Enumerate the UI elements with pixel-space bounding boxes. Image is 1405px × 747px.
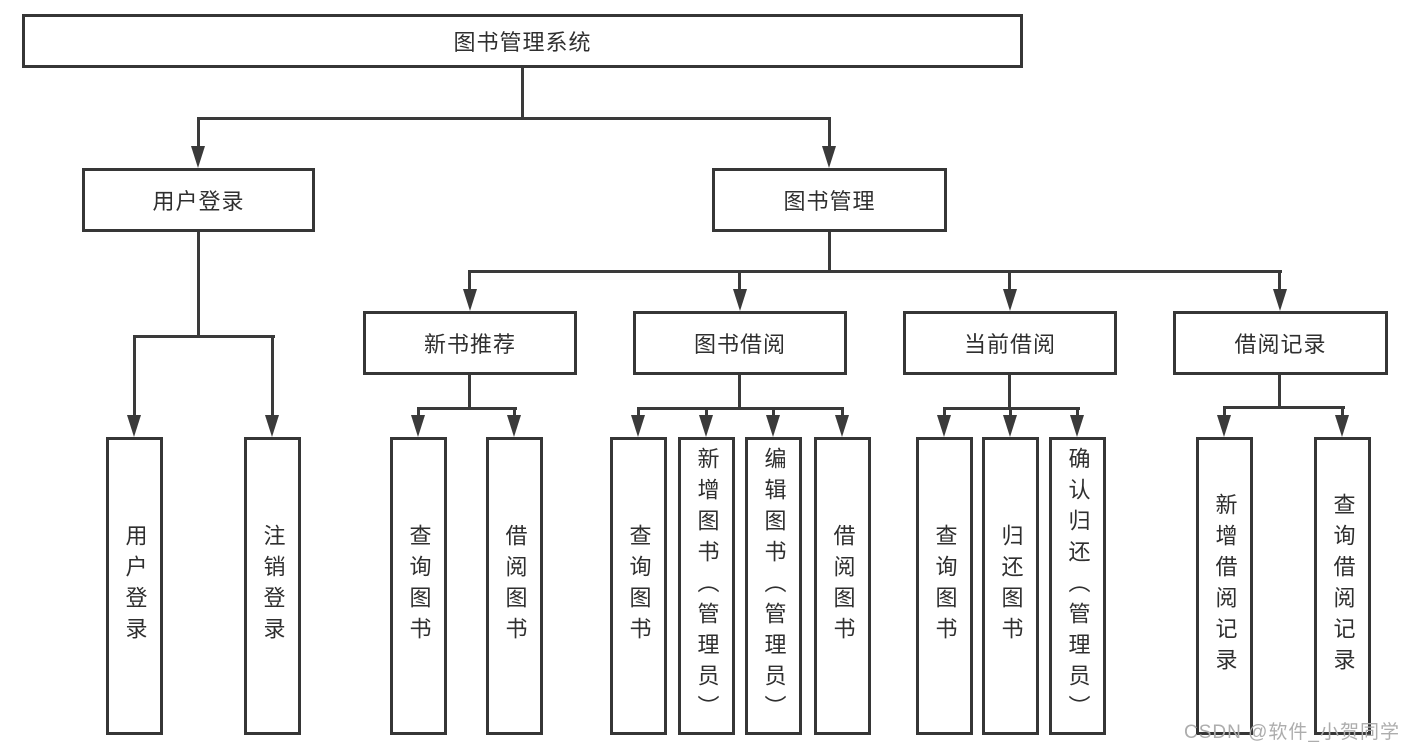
connector-line xyxy=(468,375,471,409)
arrow-down-icon xyxy=(1273,289,1287,311)
leaf-query-borrow-record-label: 查询借阅记录 xyxy=(1330,493,1356,679)
leaf-edit-book-admin: 编辑图书（管理员） xyxy=(745,437,802,735)
connector-line xyxy=(1223,406,1226,417)
connector-line xyxy=(637,407,640,417)
node-borrow-records: 借阅记录 xyxy=(1173,311,1388,375)
connector-line xyxy=(197,232,200,335)
connector-line xyxy=(738,270,741,291)
arrow-down-icon xyxy=(1003,289,1017,311)
leaf-query-book-2: 查询图书 xyxy=(610,437,667,735)
connector-line xyxy=(772,407,775,417)
node-book-management-label: 图书管理 xyxy=(783,189,876,214)
leaf-user-login: 用户登录 xyxy=(106,437,163,735)
connector-line xyxy=(271,335,274,417)
leaf-borrow-book-2: 借阅图书 xyxy=(814,437,871,735)
connector-line xyxy=(1223,406,1345,409)
arrow-down-icon xyxy=(631,415,645,437)
arrow-down-icon xyxy=(835,415,849,437)
leaf-return-book-label: 归还图书 xyxy=(998,524,1024,648)
connector-line xyxy=(1341,406,1344,417)
connector-line xyxy=(513,407,516,417)
leaf-query-borrow-record: 查询借阅记录 xyxy=(1314,437,1371,735)
arrow-down-icon xyxy=(699,415,713,437)
connector-line xyxy=(1008,375,1011,409)
connector-line xyxy=(943,407,946,417)
node-book-borrow-label: 图书借阅 xyxy=(693,332,786,357)
connector-line xyxy=(1278,375,1281,409)
connector-line xyxy=(841,407,844,417)
connector-line xyxy=(417,407,420,417)
connector-line xyxy=(468,270,471,291)
connector-line xyxy=(1076,407,1079,417)
leaf-add-book-admin: 新增图书（管理员） xyxy=(678,437,735,735)
connector-line xyxy=(468,270,1282,273)
node-book-management: 图书管理 xyxy=(712,168,947,232)
leaf-borrow-book-1-label: 借阅图书 xyxy=(502,524,528,648)
arrow-down-icon xyxy=(1003,415,1017,437)
arrow-down-icon xyxy=(1335,415,1349,437)
connector-line xyxy=(521,68,524,117)
leaf-edit-book-admin-label: 编辑图书（管理员） xyxy=(761,446,787,726)
arrow-down-icon xyxy=(265,415,279,437)
connector-line xyxy=(1009,407,1012,417)
leaf-query-book-1-label: 查询图书 xyxy=(406,524,432,648)
node-current-borrow: 当前借阅 xyxy=(903,311,1117,375)
leaf-borrow-book-1: 借阅图书 xyxy=(486,437,543,735)
connector-line xyxy=(1278,270,1281,291)
leaf-query-book-3: 查询图书 xyxy=(916,437,973,735)
leaf-query-book-3-label: 查询图书 xyxy=(932,524,958,648)
connector-line xyxy=(417,407,517,410)
node-book-borrow: 图书借阅 xyxy=(633,311,847,375)
arrow-down-icon xyxy=(733,289,747,311)
arrow-down-icon xyxy=(766,415,780,437)
arrow-down-icon xyxy=(1070,415,1084,437)
leaf-logout: 注销登录 xyxy=(244,437,301,735)
leaf-logout-label: 注销登录 xyxy=(260,524,286,648)
leaf-confirm-return-admin-label: 确认归还（管理员） xyxy=(1065,446,1091,726)
arrow-down-icon xyxy=(937,415,951,437)
arrow-down-icon xyxy=(411,415,425,437)
connector-line xyxy=(1008,270,1011,291)
node-user-login-label: 用户登录 xyxy=(152,189,245,214)
connector-line xyxy=(705,407,708,417)
arrow-down-icon xyxy=(127,415,141,437)
node-borrow-records-label: 借阅记录 xyxy=(1234,332,1327,357)
leaf-add-book-admin-label: 新增图书（管理员） xyxy=(694,446,720,726)
leaf-confirm-return-admin: 确认归还（管理员） xyxy=(1049,437,1106,735)
arrow-down-icon xyxy=(822,146,836,168)
connector-line xyxy=(738,375,741,409)
leaf-add-borrow-record-label: 新增借阅记录 xyxy=(1212,493,1238,679)
watermark: CSDN @软件_小贺同学 xyxy=(1184,722,1400,743)
leaf-user-login-label: 用户登录 xyxy=(122,524,148,648)
node-root-label: 图书管理系统 xyxy=(453,30,592,55)
node-root: 图书管理系统 xyxy=(22,14,1023,68)
connector-line xyxy=(197,117,200,148)
arrow-down-icon xyxy=(507,415,521,437)
connector-line xyxy=(828,117,831,148)
leaf-query-book-2-label: 查询图书 xyxy=(626,524,652,648)
connector-line xyxy=(133,335,275,338)
connector-line xyxy=(637,407,844,410)
connector-line xyxy=(828,232,831,273)
node-new-book-recommend-label: 新书推荐 xyxy=(423,332,516,357)
arrow-down-icon xyxy=(463,289,477,311)
leaf-return-book: 归还图书 xyxy=(982,437,1039,735)
connector-line xyxy=(133,335,136,417)
leaf-add-borrow-record: 新增借阅记录 xyxy=(1196,437,1253,735)
leaf-query-book-1: 查询图书 xyxy=(390,437,447,735)
leaf-borrow-book-2-label: 借阅图书 xyxy=(830,524,856,648)
node-new-book-recommend: 新书推荐 xyxy=(363,311,577,375)
arrow-down-icon xyxy=(1217,415,1231,437)
connector-line xyxy=(197,117,831,120)
node-user-login: 用户登录 xyxy=(82,168,315,232)
node-current-borrow-label: 当前借阅 xyxy=(963,332,1056,357)
arrow-down-icon xyxy=(191,146,205,168)
